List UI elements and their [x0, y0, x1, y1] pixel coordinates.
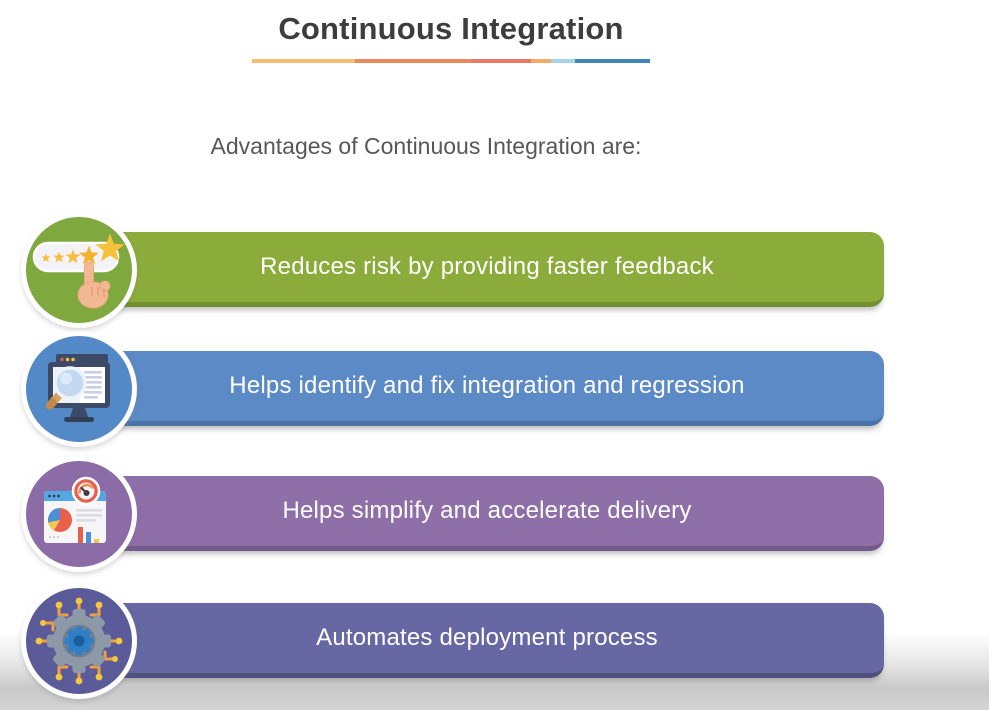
underline-segment [355, 59, 471, 63]
gear-circuit-icon [35, 597, 123, 685]
advantage-label: Reduces risk by providing faster feedbac… [260, 253, 714, 280]
advantage-bar: Reduces risk by providing faster feedbac… [90, 232, 884, 307]
title-underline [251, 59, 651, 63]
underline-segment [530, 59, 551, 63]
advantage-icon-circle [21, 583, 137, 699]
advantage-label: Helps identify and fix integration and r… [229, 372, 745, 399]
underline-segment [470, 59, 531, 63]
advantage-bar: Helps identify and fix integration and r… [90, 351, 884, 426]
gauge-badge [71, 476, 101, 506]
advantage-label: Helps simplify and accelerate delivery [282, 497, 692, 524]
underline-segment [574, 59, 651, 63]
advantage-label: Automates deployment process [316, 624, 658, 651]
monitor-search-icon [46, 354, 110, 422]
star-rating-icon [32, 233, 125, 309]
advantage-icon-circle [21, 212, 137, 328]
subtitle-block: Advantages of Continuous Integration are… [0, 130, 852, 162]
advantage-icon-circle [21, 456, 137, 572]
analytics-dashboard-icon [44, 476, 106, 543]
title-block: Continuous Integration [0, 6, 902, 63]
subtitle: Advantages of Continuous Integration are… [210, 133, 642, 159]
advantage-bar: Automates deployment process [90, 603, 884, 678]
advantage-bar: Helps simplify and accelerate delivery [90, 476, 884, 551]
advantage-row: Automates deployment process [21, 583, 884, 699]
advantage-row: Reduces risk by providing faster feedbac… [21, 212, 884, 328]
pointing-hand [77, 261, 111, 309]
underline-segment [550, 59, 575, 63]
advantage-icon-circle [21, 331, 137, 447]
page-title: Continuous Integration [278, 11, 624, 46]
advantage-row: Helps simplify and accelerate delivery [21, 456, 884, 572]
underline-segment [251, 59, 356, 63]
advantage-row: Helps identify and fix integration and r… [21, 331, 884, 447]
